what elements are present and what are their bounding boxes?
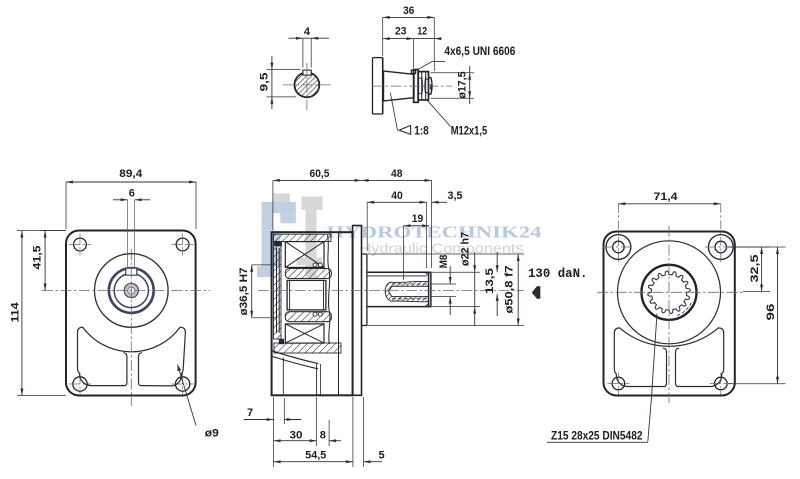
svg-text:71,4: 71,4 [654, 191, 679, 203]
svg-text:M12x1,5: M12x1,5 [451, 125, 488, 137]
svg-text:54,5: 54,5 [305, 449, 326, 461]
svg-text:ø17,5: ø17,5 [457, 72, 469, 99]
svg-text:130 daN.: 130 daN. [528, 267, 588, 281]
svg-text:5: 5 [378, 449, 384, 461]
svg-text:ø22 h7: ø22 h7 [460, 232, 472, 266]
svg-text:3,5: 3,5 [448, 190, 463, 202]
svg-text:ø9: ø9 [205, 428, 219, 440]
svg-text:13,5: 13,5 [484, 268, 496, 294]
svg-text:96: 96 [765, 304, 777, 321]
svg-text:32,5: 32,5 [749, 255, 761, 283]
svg-text:48: 48 [391, 168, 403, 180]
svg-text:7: 7 [247, 407, 253, 419]
svg-text:19: 19 [412, 213, 424, 225]
svg-text:6: 6 [129, 187, 135, 199]
svg-text:89,4: 89,4 [119, 168, 143, 180]
svg-text:12: 12 [417, 26, 427, 38]
svg-text:36: 36 [403, 5, 415, 17]
svg-text:40: 40 [391, 190, 403, 202]
svg-text:60,5: 60,5 [310, 168, 330, 180]
svg-text:HYDROTECHNIK24: HYDROTECHNIK24 [327, 223, 542, 242]
svg-text:8: 8 [320, 430, 326, 442]
svg-text:41,5: 41,5 [31, 246, 43, 270]
svg-text:ø36,5 H7: ø36,5 H7 [238, 268, 250, 316]
svg-text:23: 23 [395, 26, 407, 38]
svg-text:4: 4 [304, 26, 311, 38]
svg-text:Z15 28x25 DIN5482: Z15 28x25 DIN5482 [551, 428, 643, 442]
svg-text:114: 114 [9, 302, 21, 323]
svg-text:30: 30 [290, 430, 303, 442]
svg-text:1:8: 1:8 [414, 125, 429, 137]
svg-text:ø50,8 f7: ø50,8 f7 [503, 266, 515, 314]
svg-text:M8: M8 [438, 255, 450, 269]
svg-text:Hydraulic Components: Hydraulic Components [360, 240, 524, 256]
svg-text:4x6,5 UNI 6606: 4x6,5 UNI 6606 [444, 46, 515, 58]
svg-text:9,5: 9,5 [258, 73, 270, 92]
